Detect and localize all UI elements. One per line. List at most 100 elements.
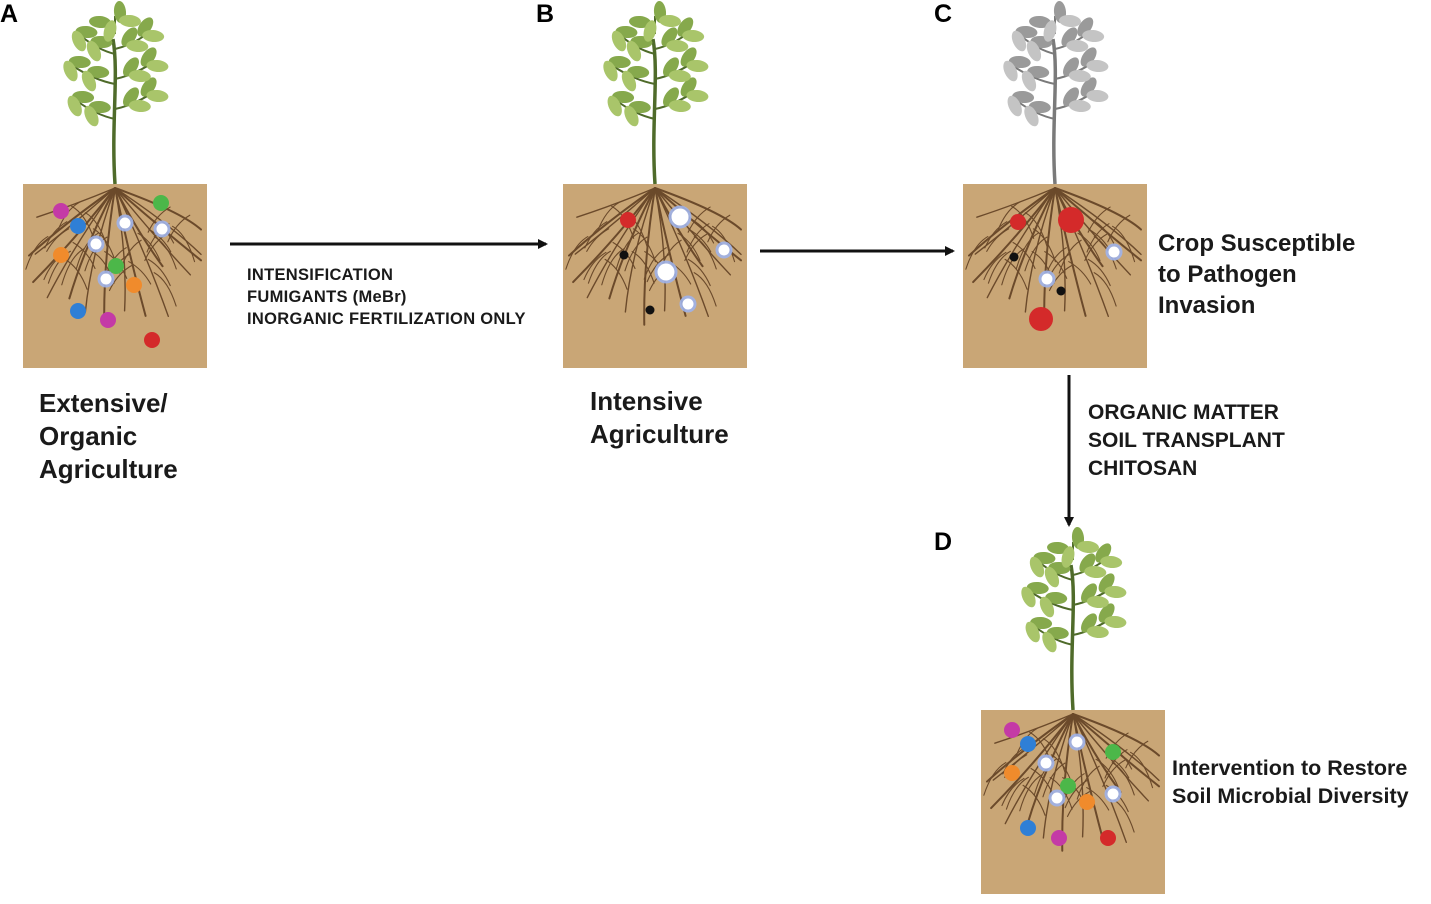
leaf: [140, 77, 157, 97]
root: [990, 713, 1074, 810]
microbe-white: [1108, 246, 1120, 258]
root: [1072, 713, 1160, 782]
panel-c: [963, 1, 1147, 368]
leaf: [68, 55, 91, 69]
leaf: [1086, 59, 1109, 73]
leaf: [626, 40, 642, 62]
leaf: [1068, 99, 1091, 113]
leaf: [1045, 591, 1068, 605]
root: [574, 187, 656, 255]
leaf: [686, 59, 709, 73]
leaf: [627, 65, 650, 79]
leaf: [1061, 27, 1078, 47]
arrow-label-line: INORGANIC FERTILIZATION ONLY: [247, 310, 526, 328]
roots: [565, 187, 742, 326]
root-branch: [1044, 251, 1068, 279]
microbe-green: [1060, 778, 1076, 794]
root-branch: [983, 762, 1007, 796]
root-branch: [75, 232, 99, 270]
root-branch: [986, 228, 1010, 252]
microbe-white: [90, 238, 102, 250]
leaf: [1077, 540, 1099, 554]
root: [994, 713, 1074, 744]
root-branch: [984, 221, 1008, 249]
microbe-white: [1071, 736, 1083, 748]
tomato-plant: [1021, 527, 1127, 711]
root-branch: [565, 236, 589, 270]
arrow-label-line: INTENSIFICATION: [247, 266, 394, 284]
root: [608, 187, 656, 300]
microbe-green: [1105, 744, 1121, 760]
panel-letter-d: D: [934, 528, 953, 556]
microbe-white: [1051, 792, 1063, 804]
arrow-label-line: CHITOSAN: [1088, 457, 1198, 480]
caption-line: Intensive: [590, 386, 703, 416]
root-branch: [597, 201, 621, 232]
leaf: [137, 17, 154, 37]
root: [103, 187, 116, 326]
root-branch: [25, 236, 49, 270]
microbe-black: [1009, 252, 1019, 262]
microbe-red: [1058, 207, 1084, 233]
leaf: [607, 95, 622, 117]
microbe-magenta: [1051, 830, 1067, 846]
root-branch: [711, 225, 736, 263]
panel-letter-a: A: [0, 0, 19, 28]
root-branch: [601, 248, 625, 286]
root: [1054, 187, 1142, 256]
stem: [111, 38, 118, 185]
root-branch: [148, 228, 172, 253]
leaf: [1086, 595, 1109, 609]
root: [36, 187, 116, 218]
root-branch: [965, 236, 989, 270]
root: [1026, 713, 1074, 826]
leaf: [1029, 15, 1051, 29]
panel-letter-b: B: [536, 0, 555, 28]
root: [114, 187, 202, 231]
microbe-white: [682, 298, 694, 310]
leaf: [1044, 566, 1060, 588]
microbe-magenta: [100, 312, 116, 328]
root-branch: [1130, 751, 1154, 789]
leaf: [680, 77, 697, 97]
root-branch: [987, 250, 1011, 284]
microbe-white: [657, 263, 675, 281]
leaf: [1077, 17, 1094, 37]
root-branch: [587, 250, 611, 284]
microbe-white: [156, 223, 168, 235]
leaf: [1024, 105, 1039, 127]
panels: [23, 1, 1165, 894]
leaf: [126, 39, 149, 53]
root-branch: [632, 228, 656, 263]
tomato-plant: [63, 1, 169, 185]
root-branch: [1012, 241, 1036, 270]
root: [654, 187, 742, 256]
root-branch: [604, 258, 628, 290]
leaf: [123, 57, 139, 77]
leaf: [128, 99, 151, 113]
leaf: [1100, 555, 1123, 569]
leaf: [89, 15, 111, 29]
root: [1054, 187, 1109, 318]
leaf: [629, 15, 651, 29]
root: [1024, 187, 1056, 313]
leaf: [1043, 20, 1057, 42]
root: [654, 187, 732, 276]
root: [114, 187, 170, 318]
root-branch: [1086, 787, 1110, 811]
leaf: [146, 59, 169, 73]
leaf: [67, 95, 82, 117]
caption-line: Intervention to Restore: [1172, 756, 1408, 780]
root-branch: [983, 251, 1007, 281]
leaf: [146, 89, 169, 103]
leaf: [1007, 95, 1022, 117]
root: [643, 187, 656, 326]
microbe-red: [1010, 214, 1026, 230]
leaf: [123, 87, 139, 107]
leaf: [142, 29, 165, 43]
root: [972, 187, 1056, 284]
microbe-orange: [53, 247, 69, 263]
leaf: [1095, 543, 1112, 563]
leaf: [666, 39, 689, 53]
microbe-green: [108, 258, 124, 274]
